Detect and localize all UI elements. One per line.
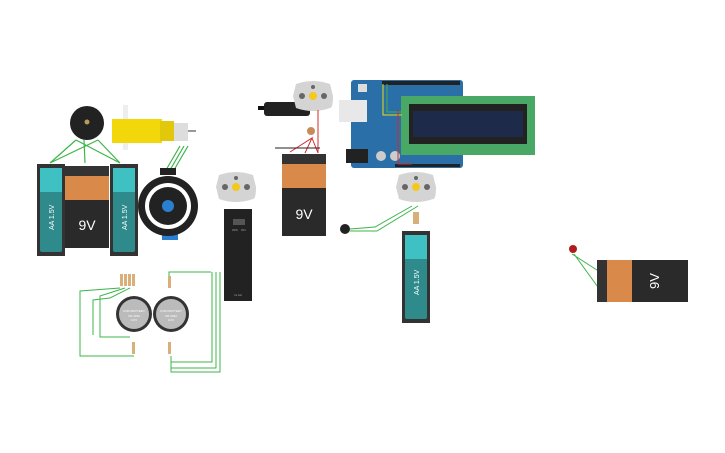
photoresistor[interactable] [307, 127, 315, 135]
piezo-buzzer[interactable] [70, 106, 104, 140]
dc-motor-2[interactable] [293, 81, 333, 111]
dc-motor-1[interactable] [216, 172, 256, 202]
aa-holder-with-switch[interactable]: OFF ON 1x AA [224, 209, 252, 301]
wires-led[interactable] [571, 253, 601, 291]
resistor-right[interactable] [413, 212, 419, 224]
wires-vibration[interactable] [349, 205, 419, 232]
nine-volt-battery-3[interactable]: 9V [597, 260, 688, 302]
aa-battery-1[interactable]: AA 1.5V [37, 164, 65, 256]
coin-label: 3.0V [131, 318, 137, 322]
battery-label: 9V [295, 206, 313, 222]
battery-label: 9V [647, 273, 662, 289]
coin-label: CR 2032 [128, 314, 140, 318]
wires-coin[interactable] [79, 271, 221, 373]
aa-battery-2[interactable]: AA 1.5V [110, 164, 138, 256]
wires-green[interactable] [49, 139, 189, 171]
coin-label: COIN BATTERY [123, 309, 145, 313]
battery-label: 9V [78, 217, 96, 233]
wires-arduino[interactable] [382, 84, 412, 165]
coin-label: COIN BATTERY [160, 309, 182, 313]
resistors[interactable] [120, 274, 171, 354]
switch-off-label: OFF [232, 228, 238, 232]
dc-motor-3[interactable] [396, 172, 436, 202]
coin-battery-1[interactable]: COIN BATTERY CR 2032 3.0V [116, 296, 152, 332]
wires-9v[interactable] [275, 110, 320, 154]
hobby-gear-motor[interactable] [112, 105, 196, 150]
nine-volt-battery-2[interactable]: 9V [282, 154, 326, 236]
holder-label: 1x AA [234, 293, 242, 297]
coin-battery-2[interactable]: COIN BATTERY CR 2032 3.0V [153, 296, 189, 332]
switch-on-label: ON [241, 228, 246, 232]
lcd-16x2[interactable] [401, 96, 535, 155]
nine-volt-battery-1[interactable]: 9V [65, 166, 109, 248]
coin-label: CR 2032 [165, 314, 177, 318]
servo-wheel[interactable] [138, 168, 198, 240]
red-led[interactable] [569, 245, 577, 253]
battery-label: AA 1.5V [122, 204, 129, 230]
battery-label: AA 1.5V [49, 204, 56, 230]
battery-label: AA 1.5V [414, 269, 421, 295]
aa-battery-3[interactable]: AA 1.5V [402, 231, 430, 323]
vibration-motor[interactable] [340, 224, 350, 234]
coin-label: 3.0V [168, 318, 174, 322]
